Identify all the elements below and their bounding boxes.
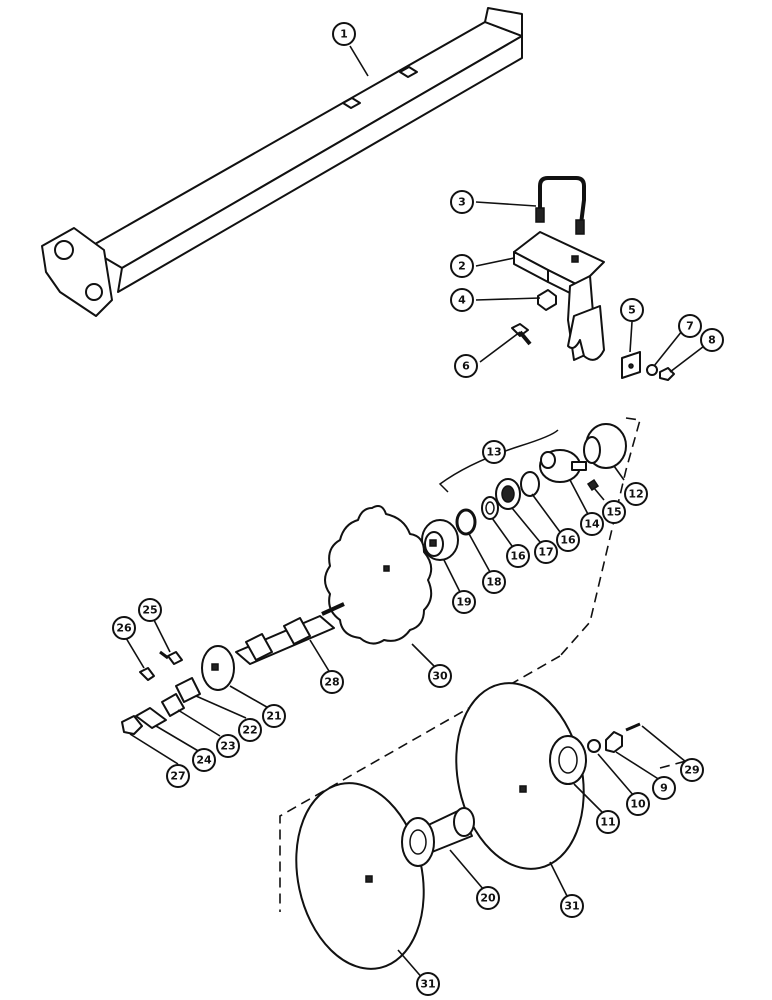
svg-text:4: 4 [458, 294, 466, 307]
hanger-bracket [513, 231, 605, 361]
u-bolt [535, 176, 586, 235]
callout-16b: 16 [556, 528, 580, 552]
axle-shaft [235, 602, 345, 665]
nut-27 [121, 715, 143, 735]
svg-text:16: 16 [560, 534, 576, 547]
svg-text:16: 16 [510, 550, 526, 563]
svg-text:6: 6 [462, 360, 470, 373]
svg-text:2: 2 [458, 260, 466, 273]
callout-8: 8 [700, 328, 724, 352]
svg-text:29: 29 [684, 764, 699, 777]
callout-17: 17 [534, 540, 558, 564]
pin-29 [625, 722, 641, 732]
notched-disc [324, 505, 433, 645]
callout-29: 29 [680, 758, 704, 782]
svg-text:11: 11 [600, 816, 615, 829]
svg-text:17: 17 [538, 546, 553, 559]
callout-27: 27 [166, 764, 190, 788]
svg-text:21: 21 [266, 710, 281, 723]
callout-10: 10 [626, 792, 650, 816]
callout-11: 11 [596, 810, 620, 834]
callout-4: 4 [450, 288, 474, 312]
svg-text:8: 8 [708, 334, 716, 347]
callout-6: 6 [454, 354, 478, 378]
nut-26 [139, 667, 155, 681]
bearing-assembly [421, 423, 627, 561]
callout-3: 3 [450, 190, 474, 214]
svg-text:9: 9 [660, 782, 668, 795]
callout-9: 9 [652, 776, 676, 800]
svg-text:1: 1 [340, 28, 348, 41]
svg-text:19: 19 [456, 596, 471, 609]
callout-31b: 31 [560, 894, 584, 918]
callout-23: 23 [216, 734, 240, 758]
svg-text:27: 27 [170, 770, 185, 783]
nut-9 [605, 731, 623, 753]
svg-text:13: 13 [486, 446, 501, 459]
callout-25: 25 [138, 598, 162, 622]
callout-24: 24 [192, 748, 216, 772]
callout-30: 30 [428, 664, 452, 688]
svg-text:25: 25 [142, 604, 157, 617]
svg-text:31: 31 [564, 900, 579, 913]
spool-20 [401, 807, 475, 867]
svg-text:22: 22 [242, 724, 257, 737]
callout-31a: 31 [416, 972, 440, 996]
svg-text:24: 24 [196, 754, 212, 767]
callout-16a: 16 [506, 544, 530, 568]
callout-18: 18 [482, 570, 506, 594]
svg-text:14: 14 [584, 518, 600, 531]
svg-text:23: 23 [220, 740, 235, 753]
svg-text:28: 28 [324, 676, 339, 689]
svg-text:3: 3 [458, 196, 466, 209]
callout-21: 21 [262, 704, 286, 728]
callout-5: 5 [620, 298, 644, 322]
frame-tube [41, 7, 523, 317]
svg-text:15: 15 [606, 506, 621, 519]
washer-10 [587, 739, 601, 753]
bolt-6 [511, 323, 532, 346]
callout-20: 20 [476, 886, 500, 910]
callout-26: 26 [112, 616, 136, 640]
callout-12: 12 [624, 482, 648, 506]
spool-21 [201, 645, 235, 691]
svg-text:31: 31 [420, 978, 435, 991]
svg-text:5: 5 [628, 304, 636, 317]
washer-7 [646, 364, 658, 376]
svg-text:18: 18 [486, 576, 501, 589]
plate-5 [621, 351, 641, 379]
svg-text:20: 20 [480, 892, 496, 905]
svg-text:26: 26 [116, 622, 132, 635]
callout-1: 1 [332, 22, 356, 46]
hub-11 [549, 735, 587, 785]
leader-lines [125, 45, 713, 981]
callout-14: 14 [580, 512, 604, 536]
nut-4 [537, 289, 557, 311]
callout-13: 13 [482, 440, 506, 464]
callout-2: 2 [450, 254, 474, 278]
bolt-25 [159, 650, 183, 665]
washer-22 [175, 677, 201, 703]
callout-28: 28 [320, 670, 344, 694]
svg-text:30: 30 [432, 670, 448, 683]
plate-24 [135, 707, 167, 729]
svg-text:10: 10 [630, 798, 646, 811]
callout-19: 19 [452, 590, 476, 614]
svg-text:7: 7 [686, 320, 694, 333]
svg-text:12: 12 [628, 488, 643, 501]
callout-15: 15 [602, 500, 626, 524]
callout-7: 7 [678, 314, 702, 338]
callout-22: 22 [238, 718, 262, 742]
